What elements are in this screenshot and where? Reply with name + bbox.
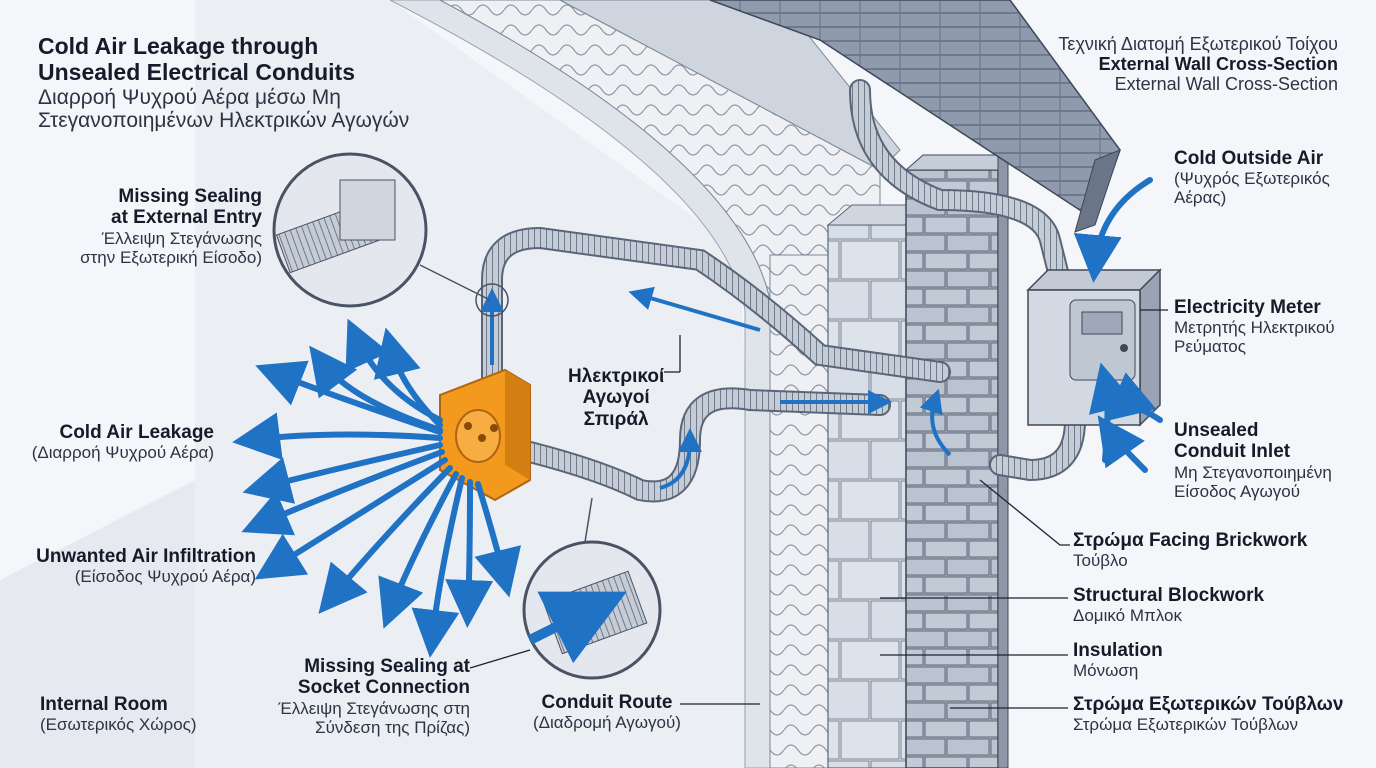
cold-outside-l2: (Ψυχρός Εξωτερικός: [1174, 169, 1330, 189]
outer-brick-l2: Στρώμα Εξωτερικών Τούβλων: [1073, 715, 1298, 735]
facing-brick-l1: Στρώμα Facing Brickwork: [1073, 530, 1308, 551]
title-line-4: Στεγανοποιημένων Ηλεκτρικών Αγωγών: [38, 109, 410, 133]
meter-l3: Ρεύματος: [1174, 337, 1246, 357]
conduit-route-l2: (Διαδρομή Αγωγού): [533, 713, 681, 733]
title-line-2: Unsealed Electrical Conduits: [38, 58, 355, 85]
label-missing-external: Missing Sealing at External Entry Έλλειψ…: [80, 186, 262, 267]
conduits-l2: Αγωγοί: [582, 387, 650, 409]
label-internal-room: Internal Room (Εσωτερικός Χώρος): [40, 694, 197, 734]
conduits-l1: Ηλεκτρικοί: [568, 366, 665, 387]
missing-external-l2: at External Entry: [111, 207, 262, 229]
label-insulation: Insulation Μόνωση: [1073, 640, 1163, 680]
infiltration-l1: Unwanted Air Infiltration: [36, 546, 256, 567]
title-line-1: Cold Air Leakage through: [38, 33, 319, 59]
cold-leak-l1: Cold Air Leakage: [59, 422, 214, 443]
unsealed-inlet-l2: Conduit Inlet: [1174, 441, 1291, 463]
label-facing-brick: Στρώμα Facing Brickwork Τούβλο: [1073, 530, 1307, 570]
label-cold-air-leakage: Cold Air Leakage (Διαρροή Ψυχρού Αέρα): [32, 422, 214, 462]
label-conduit-route: Conduit Route (Διαδρομή Αγωγού): [533, 692, 681, 732]
missing-external-l4: στην Εξωτερική Είσοδο): [80, 247, 262, 267]
diagram-title: Cold Air Leakage through Unsealed Electr…: [38, 33, 410, 133]
missing-socket-l2: Socket Connection: [297, 677, 470, 699]
structural-l2: Δομικό Μπλοκ: [1073, 606, 1182, 626]
conduit-route-l1: Conduit Route: [541, 692, 673, 713]
missing-socket-l4: Σύνδεση της Πρίζας): [315, 717, 470, 737]
label-missing-socket: Missing Sealing at Socket Connection Έλλ…: [278, 656, 470, 737]
title-line-3: Διαρροή Ψυχρού Αέρα μέσω Μη: [38, 85, 341, 109]
internal-room-l2: (Εσωτερικός Χώρος): [40, 715, 197, 735]
structural-l1: Structural Blockwork: [1073, 585, 1265, 606]
label-outer-brick: Στρώμα Εξωτερικών Τούβλων Στρώμα Εξωτερι…: [1073, 694, 1343, 734]
missing-socket-l1: Missing Sealing at: [304, 656, 470, 677]
meter-l2: Μετρητής Ηλεκτρικού: [1174, 318, 1335, 338]
internal-room-l1: Internal Room: [40, 694, 168, 715]
label-unsealed-inlet: Unsealed Conduit Inlet Μη Στεγανοποιημέν…: [1174, 420, 1332, 501]
label-conduits: Ηλεκτρικοί Αγωγοί Σπιράλ: [568, 366, 664, 430]
facing-brick-l2: Τούβλο: [1073, 551, 1128, 571]
section-title-line-1: Τεχνική Διατομή Εξωτερικού Τοίχου: [1058, 34, 1338, 54]
label-air-infiltration: Unwanted Air Infiltration (Είσοδος Ψυχρο…: [36, 546, 256, 586]
unsealed-inlet-l3: Μη Στεγανοποιημένη: [1174, 462, 1332, 482]
label-cold-outside-air: Cold Outside Air (Ψυχρός Εξωτερικός Αέρα…: [1174, 148, 1330, 207]
missing-external-l1: Missing Sealing: [118, 186, 262, 207]
label-structural-blockwork: Structural Blockwork Δομικό Μπλοκ: [1073, 585, 1264, 625]
cold-leak-l2: (Διαρροή Ψυχρού Αέρα): [31, 443, 214, 463]
conduits-l3: Σπιράλ: [583, 408, 649, 430]
section-title: Τεχνική Διατομή Εξωτερικού Τοίχου Extern…: [1058, 34, 1338, 94]
unsealed-inlet-l1: Unsealed: [1174, 420, 1259, 441]
section-title-line-3: External Wall Cross-Section: [1114, 74, 1338, 95]
cold-outside-l3: Αέρας): [1174, 188, 1227, 208]
insulation-l1: Insulation: [1073, 640, 1163, 661]
missing-socket-l3: Έλλειψη Στεγάνωσης στη: [278, 698, 470, 718]
label-electricity-meter: Electricity Meter Μετρητής Ηλεκτρικού Ρε…: [1174, 297, 1335, 356]
missing-external-l3: Έλλειψη Στεγάνωσης: [101, 228, 262, 248]
infiltration-l2: (Είσοδος Ψυχρού Αέρα): [74, 567, 256, 587]
electricity-meter-box: [1026, 268, 1162, 427]
section-title-line-2: External Wall Cross-Section: [1098, 54, 1338, 75]
cold-outside-l1: Cold Outside Air: [1174, 148, 1324, 169]
outer-brick-l1: Στρώμα Εξωτερικών Τούβλων: [1073, 694, 1344, 715]
insulation-l2: Μόνωση: [1073, 661, 1139, 681]
unsealed-inlet-l4: Είσοδος Αγωγού: [1174, 481, 1301, 501]
socket-box: [439, 368, 531, 502]
meter-l1: Electricity Meter: [1174, 297, 1321, 318]
